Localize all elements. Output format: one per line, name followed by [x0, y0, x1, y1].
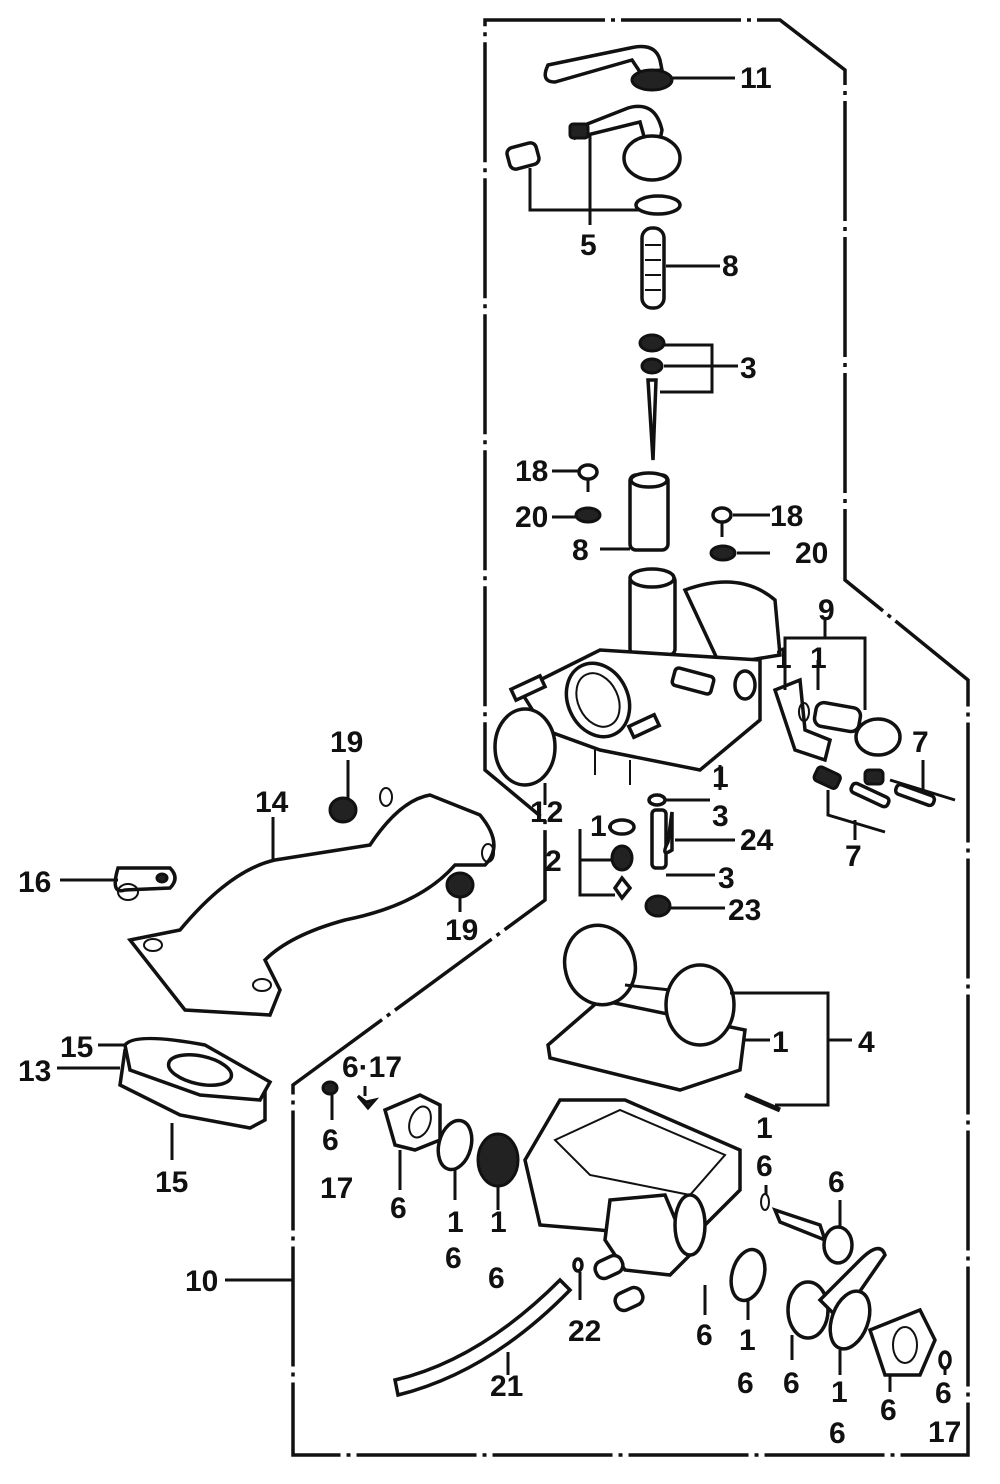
part-21-drain-tube [392, 1277, 573, 1398]
part-6-screws-left [321, 1080, 380, 1120]
part-19-nut-upper [328, 796, 358, 824]
part-1-filter-left [476, 1132, 520, 1210]
part-1-filter-right [729, 1247, 767, 1320]
callout-17: 17 [320, 1172, 353, 1205]
part-6-drain-screw [760, 1193, 854, 1265]
callout-24: 24 [740, 824, 774, 857]
callout-1: 1 [810, 642, 827, 675]
part-16-clamp [113, 866, 177, 901]
assembly-boundary [291, 18, 970, 1457]
callout-8: 8 [572, 534, 589, 567]
callout-6: 6 [696, 1319, 713, 1352]
part-18-screw-right [709, 506, 737, 562]
callout-20: 20 [795, 537, 828, 570]
callout-6: 6 [756, 1150, 773, 1183]
callout-1: 1 [739, 1324, 756, 1357]
leader-bracket [578, 829, 615, 897]
part-12-o-ring [493, 707, 557, 787]
callout-7: 7 [912, 726, 929, 759]
callout-13: 13 [18, 1055, 51, 1088]
callout-6: 6 [829, 1417, 846, 1450]
callout-10: 10 [185, 1265, 218, 1298]
part-13-insulator [118, 1036, 273, 1130]
part-19-nut-lower [445, 871, 475, 899]
callout-2: 2 [545, 845, 562, 878]
part-1-gasket-right [828, 1289, 872, 1375]
part-22-clip [572, 1257, 584, 1300]
leader-bracket [783, 620, 867, 710]
callout-12: 12 [530, 796, 563, 829]
callout-23: 23 [728, 894, 761, 927]
callout-1: 1 [712, 761, 729, 794]
callout-19: 19 [445, 914, 478, 947]
leader-bracket [730, 991, 852, 1107]
part-18-screw-left [574, 463, 602, 524]
callout-6: 6 [322, 1124, 339, 1157]
part-small-jets [608, 793, 674, 918]
callout-1: 1 [447, 1206, 464, 1239]
part-8-throttle-valve [628, 471, 670, 552]
callout-6: 6 [935, 1377, 952, 1410]
part-3-jet-needle [638, 333, 666, 461]
part-6-cover-right [867, 1307, 937, 1392]
leader-bracket [826, 790, 886, 840]
callout-19: 19 [330, 726, 363, 759]
callout-6: 6 [783, 1367, 800, 1400]
callout-5: 5 [580, 229, 597, 262]
part-6-17-screw-right [938, 1350, 952, 1375]
callout-6-17: 6·17 [342, 1051, 402, 1084]
callout-6: 6 [445, 1242, 462, 1275]
callout-6: 6 [390, 1192, 407, 1225]
part-8-throttle-spring [640, 226, 666, 310]
part-11-cable-elbow [543, 44, 674, 92]
callout-4: 4 [858, 1026, 875, 1059]
callout-8: 8 [722, 250, 739, 283]
callout-1: 1 [772, 1026, 789, 1059]
part-4-float [546, 923, 781, 1113]
callout-1: 1 [775, 642, 792, 675]
part-5-top-cap [505, 104, 682, 216]
callout-15: 15 [60, 1031, 93, 1064]
callout-11: 11 [740, 62, 772, 95]
part-float-bowl [523, 1098, 742, 1313]
callout-18: 18 [515, 455, 548, 488]
callout-1: 1 [490, 1206, 507, 1239]
callout-20: 20 [515, 501, 548, 534]
callout-6: 6 [488, 1262, 505, 1295]
callout-6: 6 [737, 1367, 754, 1400]
callout-14: 14 [255, 786, 289, 819]
callout-17: 17 [928, 1416, 961, 1449]
part-carburetor-body [508, 567, 782, 785]
callout-16: 16 [18, 866, 51, 899]
callout-3: 3 [712, 800, 729, 833]
leader-bracket [660, 343, 738, 394]
callout-9: 9 [818, 594, 835, 627]
callout-22: 22 [568, 1315, 601, 1348]
part-1-gasket-left [436, 1118, 474, 1200]
callout-1: 1 [590, 810, 607, 843]
part-6-elbow-right [786, 1246, 887, 1360]
callout-3: 3 [718, 862, 735, 895]
callout-6: 6 [880, 1394, 897, 1427]
callout-7: 7 [845, 840, 862, 873]
part-14-intake-pipe [126, 787, 496, 1017]
part-9-throttle-stop-screw [772, 677, 902, 763]
callout-1: 1 [831, 1376, 848, 1409]
part-6-cover-left [382, 1093, 442, 1190]
callout-18: 18 [770, 500, 803, 533]
callout-1: 1 [756, 1112, 773, 1145]
part-7-idle-screw-set [812, 765, 937, 809]
leader-line [528, 168, 640, 212]
callout-3: 3 [740, 352, 757, 385]
leader-bracket [889, 760, 956, 802]
callout-21: 21 [490, 1370, 523, 1403]
callout-6: 6 [828, 1166, 845, 1199]
callout-15: 15 [155, 1166, 188, 1199]
